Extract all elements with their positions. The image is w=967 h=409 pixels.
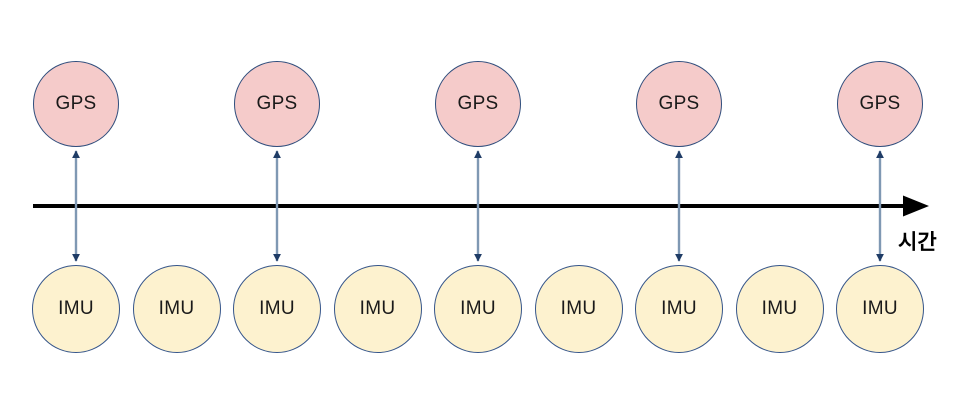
imu-node-label: IMU xyxy=(862,298,898,319)
imu-node-label: IMU xyxy=(158,298,195,319)
imu-node-label: IMU xyxy=(359,298,396,319)
imu-node-label: IMU xyxy=(761,298,798,319)
imu-node: IMU xyxy=(132,265,221,353)
gps-node: GPS xyxy=(636,61,722,147)
imu-node-label: IMU xyxy=(58,298,94,319)
imu-node: IMU xyxy=(233,265,321,353)
timeline-arrowhead-icon xyxy=(903,195,929,217)
imu-node: IMU xyxy=(735,265,824,353)
imu-node-label: IMU xyxy=(460,298,496,319)
gps-node: GPS xyxy=(234,61,320,147)
gps-node-label: GPS xyxy=(55,93,97,114)
gps-node-label: GPS xyxy=(658,93,700,114)
imu-node: IMU xyxy=(434,265,522,353)
gps-node: GPS xyxy=(33,61,119,147)
imu-node: IMU xyxy=(836,265,924,353)
imu-node-label: IMU xyxy=(661,298,697,319)
gps-node-label: GPS xyxy=(457,93,499,114)
gps-node-label: GPS xyxy=(859,93,901,114)
imu-node: IMU xyxy=(32,265,120,353)
timeline-label: 시간 xyxy=(898,231,937,254)
imu-node-label: IMU xyxy=(259,298,295,319)
imu-node-label: IMU xyxy=(560,298,597,319)
imu-node: IMU xyxy=(534,265,623,353)
gps-node: GPS xyxy=(837,61,923,147)
imu-node: IMU xyxy=(635,265,723,353)
imu-node: IMU xyxy=(333,265,422,353)
gps-node: GPS xyxy=(435,61,521,147)
gps-node-label: GPS xyxy=(256,93,298,114)
